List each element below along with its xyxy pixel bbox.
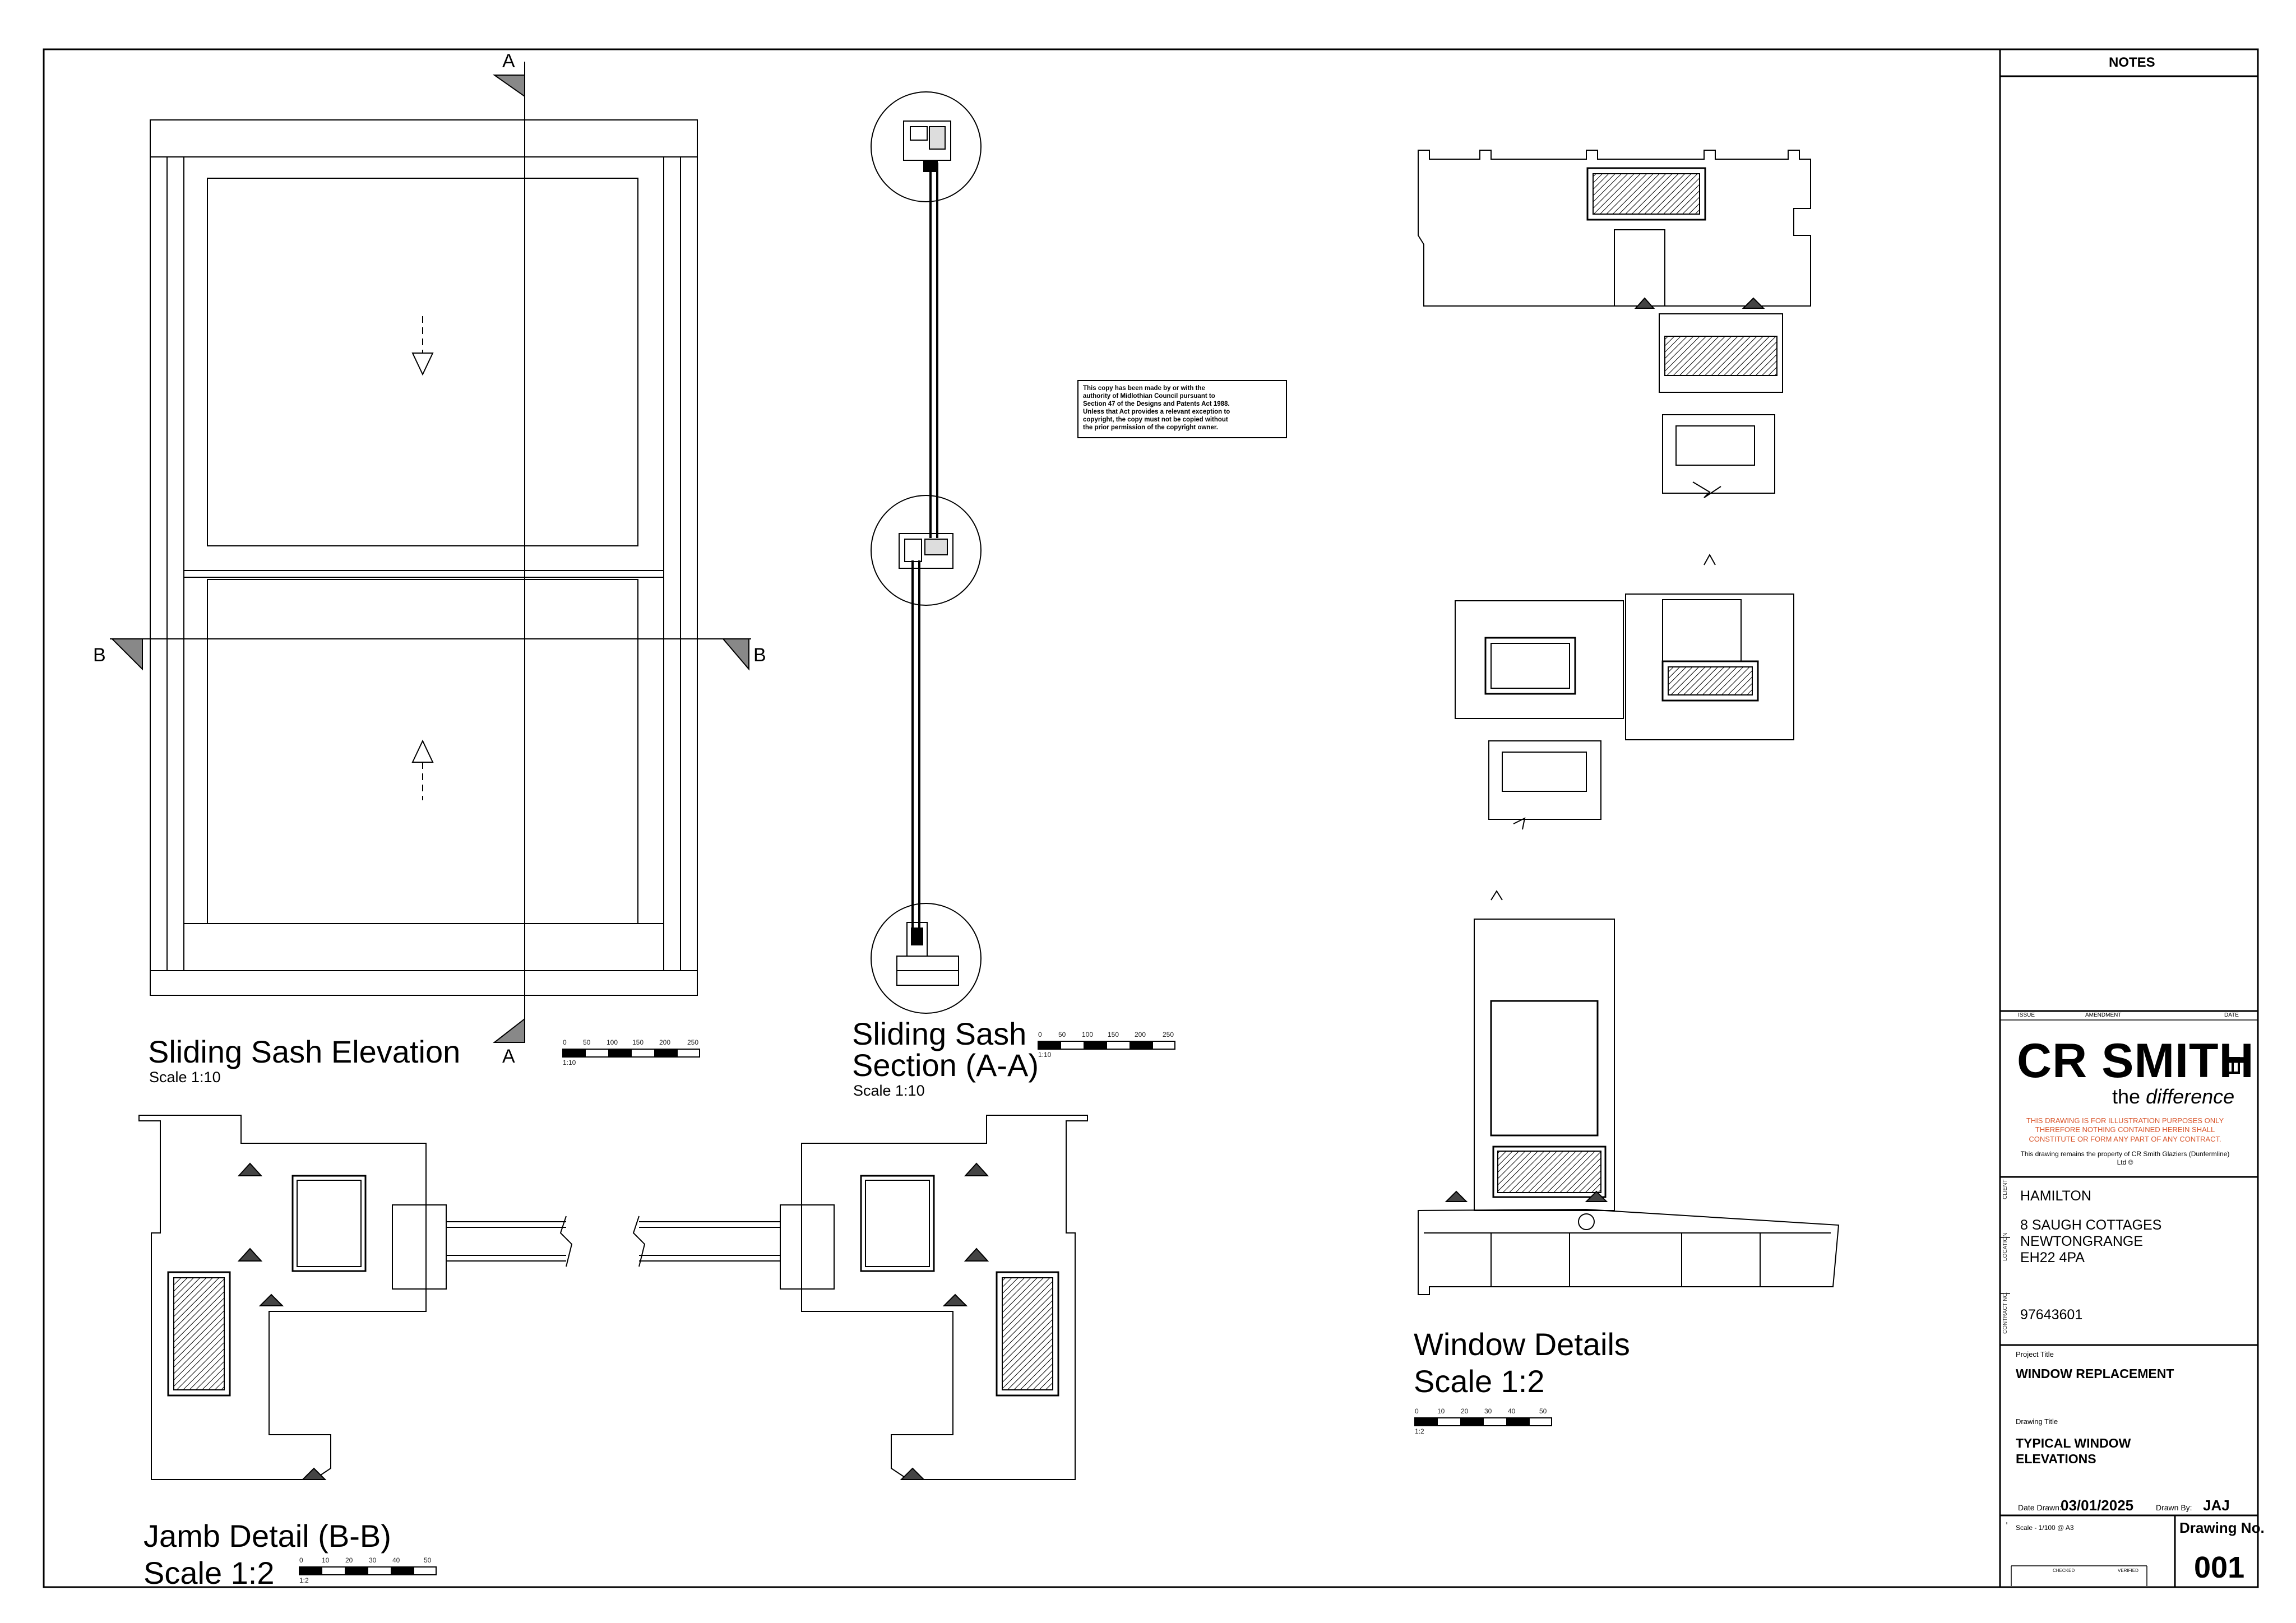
copyright-notice-text: This copy has been made by or with the a…: [1083, 385, 1230, 432]
location-label: LOCATION: [2002, 1232, 2008, 1261]
section-marker-b-right: B: [753, 644, 766, 666]
sash-elevation-drawing: [150, 119, 698, 996]
tagline: the difference: [2112, 1085, 2234, 1109]
section-title-line2: Section (A-A): [852, 1047, 1039, 1083]
address-line-1: 8 SAUGH COTTAGES: [2020, 1217, 2162, 1233]
client-label: CLIENT: [2002, 1179, 2008, 1199]
illustration-disclaimer: THIS DRAWING IS FOR ILLUSTRATION PURPOSE…: [2026, 1116, 2224, 1143]
client-name: HAMILTON: [2020, 1188, 2091, 1204]
address-line-3: EH22 4PA: [2020, 1250, 2085, 1265]
notes-heading: NOTES: [2109, 55, 2155, 70]
section-marker-b-left: B: [93, 644, 106, 666]
jamb-detail-drawing: [138, 1115, 1088, 1480]
date-drawn-label: Date Drawn:: [2018, 1503, 2062, 1512]
amend-header-amendment: AMENDMENT: [2085, 1012, 2122, 1018]
drawing-title-line-1: TYPICAL WINDOW: [2016, 1436, 2131, 1450]
verified-label: VERIFIED: [2118, 1568, 2138, 1573]
section-marker-a-bottom: A: [502, 1046, 515, 1067]
tagline-prefix: the: [2112, 1085, 2141, 1108]
cr-smith-logo: CR SMITH: [2017, 1034, 2255, 1088]
elevation-title: Sliding Sash Elevation: [148, 1034, 461, 1069]
drawing-title-label: Drawing Title: [2016, 1417, 2058, 1426]
details-scale: Scale 1:2: [1414, 1364, 1545, 1399]
tagline-word: difference: [2146, 1085, 2235, 1108]
elevation-scale: Scale 1:10: [149, 1069, 221, 1086]
contract-number: 97643601: [2020, 1307, 2083, 1323]
amend-header-issue: ISSUE: [2018, 1012, 2035, 1018]
drawn-by-label: Drawn By:: [2156, 1503, 2192, 1512]
date-drawn: 03/01/2025: [2061, 1497, 2134, 1514]
sash-section-drawing: [871, 91, 982, 1014]
drawing-title-line-2: ELEVATIONS: [2016, 1452, 2096, 1466]
logo-window-icon: [2225, 1057, 2240, 1074]
details-title: Window Details: [1414, 1327, 1630, 1362]
scale-text: Scale - 1/100 @ A3: [2016, 1524, 2074, 1532]
section-lines: [110, 62, 751, 1043]
drawing-no-label: Drawing No.: [2179, 1519, 2265, 1536]
property-note: This drawing remains the property of CR …: [2020, 1150, 2230, 1166]
window-details-drawing: [1418, 150, 1840, 1295]
project-title-label: Project Title: [2016, 1350, 2054, 1358]
address-line-2: NEWTONGRANGE: [2020, 1234, 2143, 1249]
copyright-notice: This copy has been made by or with the a…: [1077, 380, 1287, 438]
checked-label: CHECKED: [2053, 1568, 2075, 1573]
project-title: WINDOW REPLACEMENT: [2016, 1366, 2174, 1381]
drawing-number: 001: [2194, 1551, 2245, 1584]
contract-label: CONTRACT NO.: [2002, 1291, 2008, 1334]
jamb-scale: Scale 1:2: [144, 1555, 275, 1590]
section-marker-a-top: A: [502, 50, 515, 72]
sheet-border: [43, 48, 2259, 1588]
scale-bars: [299, 1041, 1552, 1575]
drawn-by: JAJ: [2203, 1497, 2230, 1514]
section-title-line1: Sliding Sash: [852, 1016, 1027, 1051]
amend-header-date: DATE: [2224, 1012, 2239, 1018]
jamb-title: Jamb Detail (B-B): [144, 1518, 391, 1554]
section-scale: Scale 1:10: [853, 1082, 925, 1099]
